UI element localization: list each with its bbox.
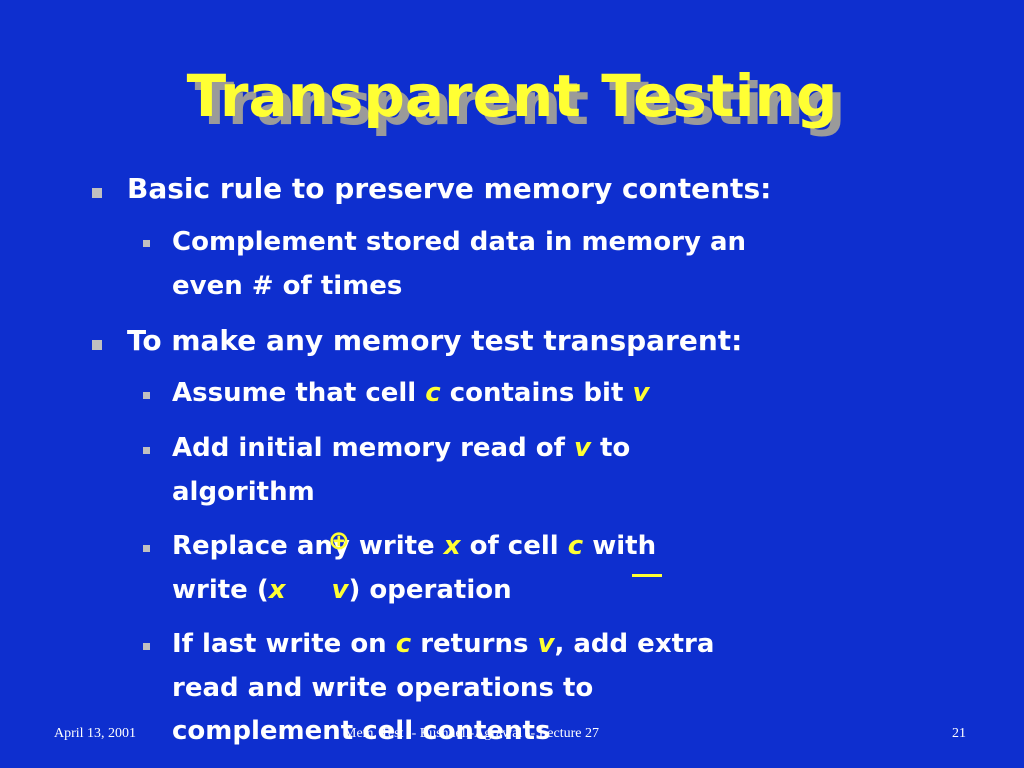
slide-title-area: Transparent Testing Transparent Testing (0, 56, 1024, 146)
text-run: returns (411, 629, 538, 659)
text-run: to (590, 433, 631, 463)
slide-title: Transparent Testing (186, 62, 838, 130)
var-v: v (573, 433, 591, 463)
bullet-2-4-line1: If last write on c returns v, add extra (172, 629, 714, 659)
text-run: write ( (172, 575, 269, 605)
var-v: v (331, 575, 349, 605)
sub-bullet-marker (143, 240, 150, 247)
bullet-2-2-line1: Add initial memory read of v to (172, 433, 630, 463)
var-x: x (443, 531, 461, 561)
text-run: Assume that cell (172, 378, 426, 408)
bullet-marker (92, 340, 102, 350)
xor-icon: ⊕ (328, 526, 350, 556)
var-x: x (268, 575, 286, 605)
footer-date: April 13, 2001 (54, 726, 137, 741)
footer-course: Mem. Test -- Bushnell-Agrawal -- Lecture… (344, 726, 599, 741)
bullet-2-2-line2: algorithm (172, 477, 315, 507)
var-v: v (537, 629, 555, 659)
text-run: , add extra (554, 629, 715, 659)
text-run: If last write on (172, 629, 396, 659)
text-run: ) operation (348, 575, 512, 605)
var-c: c (567, 531, 584, 561)
bullet-marker (92, 188, 102, 198)
bullet-1-1-line1: Complement stored data in memory an (172, 227, 747, 257)
sub-bullet-marker (143, 392, 150, 399)
sub-bullet-marker (143, 643, 150, 650)
footer-page-number: 21 (952, 726, 966, 741)
text-run: of cell (460, 531, 568, 561)
bullet-1-1-line2: even # of times (172, 271, 403, 301)
var-c: c (425, 378, 441, 408)
text-run: contains bit (440, 378, 633, 408)
bullet-2-4-line2: read and write operations to (172, 673, 594, 703)
bullet-2-4-line3: complement cell contents (172, 716, 551, 746)
sub-bullet-marker (143, 545, 150, 552)
bullet-2-1-text: Assume that cell c contains bit v (172, 378, 649, 408)
bullet-1-text: Basic rule to preserve memory contents: (127, 172, 772, 205)
text-run: with (583, 531, 657, 561)
slide-title-shadow: Transparent Testing (194, 70, 846, 138)
sub-bullet-marker (143, 447, 150, 454)
bullet-2-3-line2: write (x v) operation (172, 575, 512, 605)
bullet-2-text: To make any memory test transparent: (127, 324, 743, 357)
var-c: c (395, 629, 412, 659)
text-run: Add initial memory read of (172, 433, 574, 463)
text-run: Replace any write (172, 531, 444, 561)
complement-overbar (632, 574, 662, 577)
bullet-2-3-line1: Replace any write x of cell c with (172, 531, 656, 561)
var-v: v (632, 378, 650, 408)
